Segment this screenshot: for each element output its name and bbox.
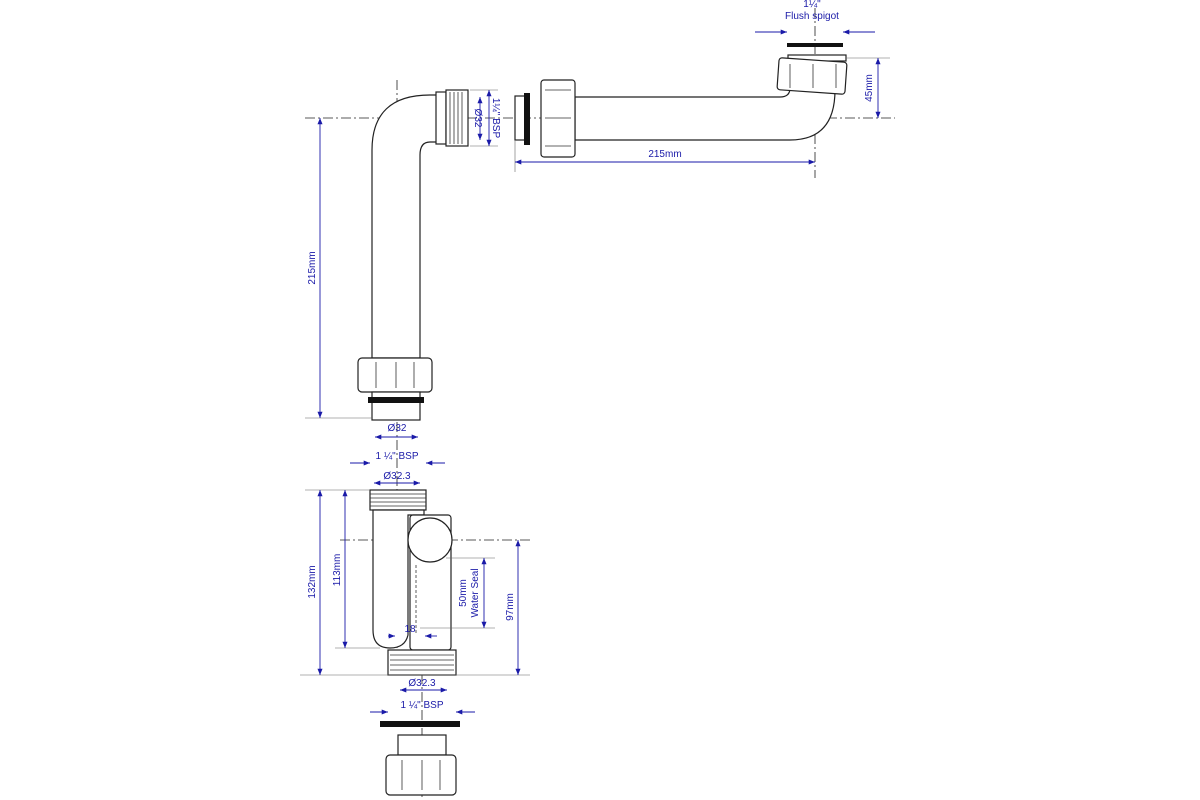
trap-body: [369, 489, 457, 676]
seal-ring: [380, 721, 460, 727]
elbow-diameter-label: Ø32: [472, 109, 483, 128]
trap-bottom-diameter-label: Ø32.3: [408, 678, 436, 689]
height-97-label: 97mm: [505, 593, 516, 621]
length-215-vertical-label: 215mm: [307, 251, 318, 284]
flush-spigot-label: Flush spigot: [785, 11, 839, 22]
length-215-horizontal-label: 215mm: [648, 149, 681, 160]
extension-lines: [300, 57, 890, 676]
flush-spigot-size-label: 1¼": [803, 0, 821, 10]
elbow-thread-label: 1¼" BSP: [490, 98, 502, 139]
height-132-label: 132mm: [307, 565, 318, 598]
bend-pipe: [514, 43, 848, 158]
spigot-diameter-label: Ø32: [388, 423, 407, 434]
elbow-pipe: [357, 89, 469, 421]
trap-top-diameter-label: Ø32.3: [383, 471, 411, 482]
trap-top-thread-label: 1 ¼" BSP: [375, 450, 418, 462]
seal-ring: [524, 93, 530, 145]
seal-ring: [368, 397, 424, 403]
offset-18-label: 18: [404, 624, 416, 635]
bottom-nut: [380, 721, 460, 796]
trap-bottom-thread-label: 1 ¼" BSP: [400, 699, 443, 711]
water-seal-label: Water Seal: [470, 568, 481, 617]
water-seal-depth-label: 50mm: [458, 579, 469, 607]
dimension-labels: 1¼" Flush spigot 45mm 215mm Ø32 1¼" BSP …: [307, 0, 875, 711]
height-113-label: 113mm: [332, 554, 343, 587]
flush-spigot-seal: [787, 43, 843, 47]
dimensions: [317, 29, 881, 715]
height-45-label: 45mm: [864, 74, 875, 102]
